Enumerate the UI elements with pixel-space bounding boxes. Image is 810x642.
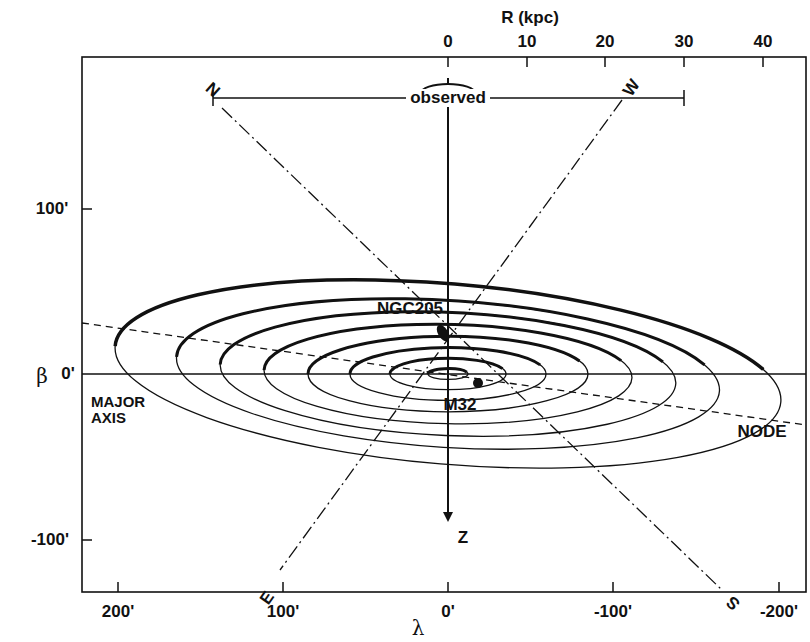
object-label: NGC205 (377, 300, 443, 319)
tick-label: 100' (267, 603, 299, 622)
direction-label: S (724, 591, 745, 612)
tick-label: 100' (36, 200, 68, 219)
tick-label: 40 (754, 33, 773, 52)
tick-label: -100' (594, 603, 632, 622)
axis-label: NODE (737, 423, 786, 442)
tick-label: 0 (443, 33, 452, 52)
axis-label: MAJOR AXIS (91, 394, 157, 427)
tick-label: 200' (102, 603, 134, 622)
tick-label: 20 (596, 33, 615, 52)
axis-title: R (kpc) (501, 9, 559, 28)
tick-label: 0' (61, 365, 75, 384)
tick-label: -100' (31, 531, 69, 550)
direction-label: W (620, 76, 645, 100)
tick-label: 0' (441, 603, 455, 622)
tick-label: 30 (675, 33, 694, 52)
bracket-label: observed (406, 89, 490, 108)
tick-label: 10 (518, 33, 537, 52)
axis-title: β (36, 365, 48, 387)
object-label: M32 (443, 396, 476, 415)
axis-label: Z (458, 529, 468, 548)
tick-label: -200' (760, 603, 798, 622)
axis-title: λ (412, 617, 425, 639)
